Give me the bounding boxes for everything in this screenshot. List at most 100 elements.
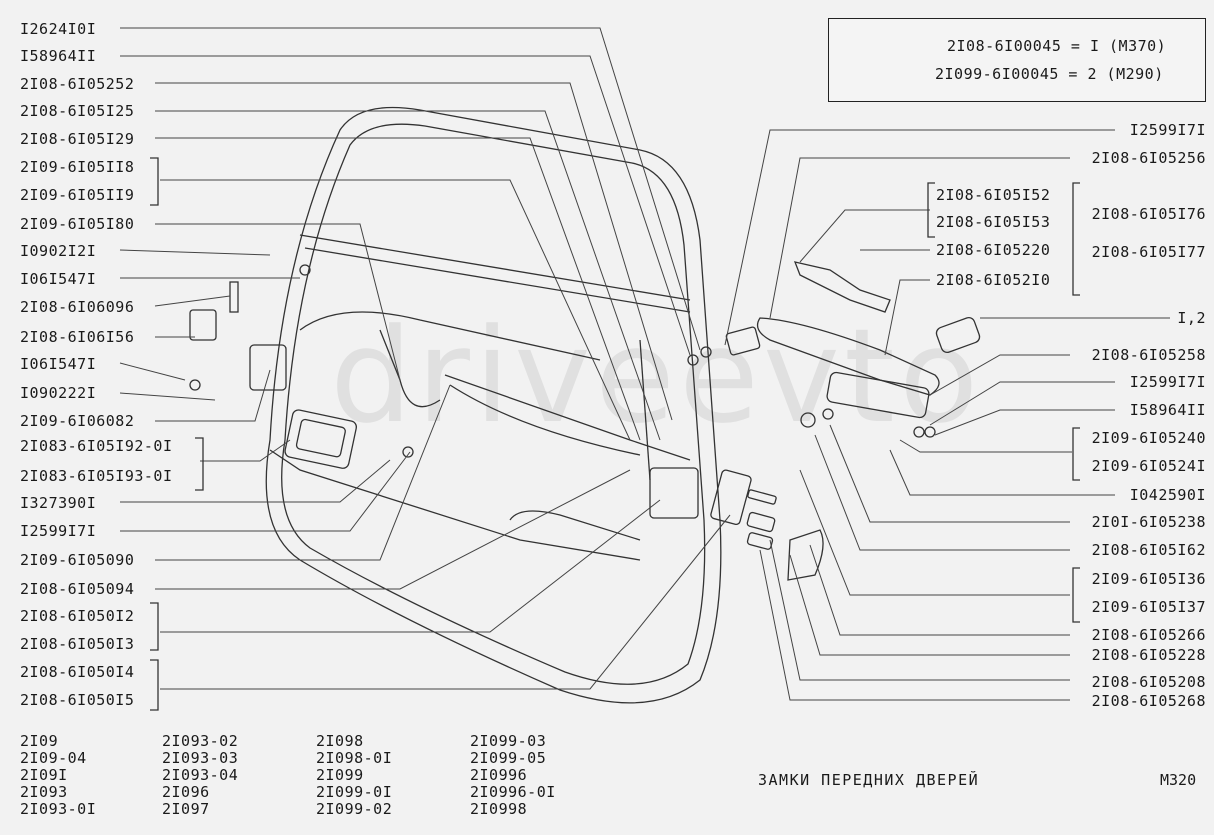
rod-1 [444, 374, 691, 461]
part-label: 2I09-6I05II9 [20, 186, 135, 204]
part-label: 2I08-6I05266 [1091, 626, 1206, 644]
part-label: I06I547I [20, 355, 97, 373]
page-title: ЗАМКИ ПЕРЕДНИХ ДВЕРЕЙ [758, 771, 980, 789]
lock-button-part [249, 344, 287, 391]
part-label: I58964II [20, 47, 97, 65]
model-code: 2I09-04 [20, 749, 87, 767]
inner-handle-part-inner [295, 418, 346, 458]
washer-4 [189, 379, 201, 391]
part-label: I2599I7I [1129, 121, 1206, 139]
part-label: 2I08-6I052I0 [936, 271, 1051, 289]
model-code: 2I0996-0I [470, 783, 556, 801]
model-code: 2I099-0I [316, 783, 393, 801]
part-label: I090222I [20, 384, 97, 402]
part-label: I2624I0I [20, 20, 97, 38]
part-label: 2I083-6I05I92-0I [20, 437, 173, 455]
part-label: 2I083-6I05I93-0I [20, 467, 173, 485]
model-code: 2I099-02 [316, 800, 393, 818]
part-label: 2I08-6I05228 [1091, 646, 1206, 664]
washer-8 [822, 408, 834, 420]
part-label: 2I09-6I06082 [20, 412, 135, 430]
model-code: 2I0996 [470, 766, 528, 784]
model-code: 2I099-05 [470, 749, 547, 767]
washer-5 [402, 446, 414, 458]
lock-cylinder [935, 316, 981, 354]
part-label: 2I08-6I05252 [20, 75, 135, 93]
rod-2 [449, 384, 641, 456]
part-label: I042590I [1129, 486, 1206, 504]
part-label: 2I09-6I05090 [20, 551, 135, 569]
handle-pad [826, 371, 930, 419]
door-panel-line-2 [269, 449, 641, 561]
part-label: 2I08-6I06I56 [20, 328, 135, 346]
screw-part [229, 281, 239, 313]
part-label: I58964II [1129, 401, 1206, 419]
part-label: 2I0I-6I05238 [1091, 513, 1206, 531]
lock-mechanism [649, 467, 699, 519]
models-column-4: 2I099-03 2I099-05 2I0996 2I0996-0I 2I099… [470, 733, 556, 818]
inner-handle-part [284, 409, 358, 469]
rod-3 [379, 329, 441, 408]
part-label: 2I08-6I050I5 [20, 691, 135, 709]
part-label: 2I08-6I050I4 [20, 663, 135, 681]
model-code: 2I093 [20, 783, 68, 801]
part-label: I,2 [1177, 309, 1206, 327]
part-label: 2I08-6I05I25 [20, 102, 135, 120]
part-label: 2I08-6I05268 [1091, 692, 1206, 710]
models-column-3: 2I098 2I098-0I 2I099 2I099-0I 2I099-02 [316, 733, 392, 818]
part-set-legend: 2I08-6I00045 = I (M370) 2I099-6I00045 = … [828, 18, 1206, 102]
part-label: I2599I7I [20, 522, 97, 540]
part-label: 2I09-6I05I36 [1091, 570, 1206, 588]
part-label: 2I09-6I05II8 [20, 158, 135, 176]
part-label: 2I09-6I0524I [1091, 457, 1206, 475]
left-leaders [119, 27, 731, 690]
outer-handle [756, 317, 940, 396]
model-code: 2I09I [20, 766, 68, 784]
part-label: 2I08-6I06096 [20, 298, 135, 316]
part-label: I327390I [20, 494, 97, 512]
model-code: 2I099-03 [470, 732, 547, 750]
part-label: I0902I2I [20, 242, 97, 260]
part-label: 2I08-6I05220 [936, 241, 1051, 259]
part-label: 2I08-6I050I2 [20, 607, 135, 625]
model-code: 2I098 [316, 732, 364, 750]
part-label: I06I547I [20, 270, 97, 288]
legend-line-2: 2I099-6I00045 = 2 (M290) [935, 65, 1164, 83]
models-column-1: 2I09 2I09-04 2I09I 2I093 2I093-0I [20, 733, 96, 818]
model-code: 2I093-0I [20, 800, 97, 818]
washer-2 [700, 346, 712, 358]
model-code: 2I093-02 [162, 732, 239, 750]
washer-6 [913, 426, 925, 438]
model-code: 2I093-03 [162, 749, 239, 767]
door-panel-line [299, 311, 601, 361]
part-label: I2599I7I [1129, 373, 1206, 391]
part-label: 2I08-6I05I29 [20, 130, 135, 148]
model-code: 2I0998 [470, 800, 528, 818]
door-window-line [299, 234, 691, 301]
lock-plate [710, 469, 752, 526]
part-label: 2I08-6I05208 [1091, 673, 1206, 691]
door-frame-inner [281, 123, 706, 685]
door-window-line-2 [304, 247, 691, 313]
part-label: 2I08-6I05094 [20, 580, 135, 598]
model-code: 2I099 [316, 766, 364, 784]
part-label: 2I08-6I05I53 [936, 213, 1051, 231]
washer-7 [924, 426, 936, 438]
part-label: 2I08-6I05I76 [1091, 205, 1206, 223]
striker-bolt-2 [746, 511, 776, 533]
model-code: 2I096 [162, 783, 210, 801]
washer-1 [687, 354, 699, 366]
page-code: M320 [1160, 771, 1197, 789]
part-label: 2I08-6I05256 [1091, 149, 1206, 167]
part-label: 2I09-6I05I37 [1091, 598, 1206, 616]
part-label: 2I08-6I05I52 [936, 186, 1051, 204]
part-label: 2I08-6I050I3 [20, 635, 135, 653]
striker-bolt-3 [746, 532, 774, 550]
part-label: 2I08-6I05I77 [1091, 243, 1206, 261]
gasket-part [725, 326, 761, 356]
door-panel-line-3 [509, 510, 641, 541]
part-label: 2I08-6I05258 [1091, 346, 1206, 364]
part-label: 2I09-6I05I80 [20, 215, 135, 233]
striker-bolt [747, 489, 777, 505]
